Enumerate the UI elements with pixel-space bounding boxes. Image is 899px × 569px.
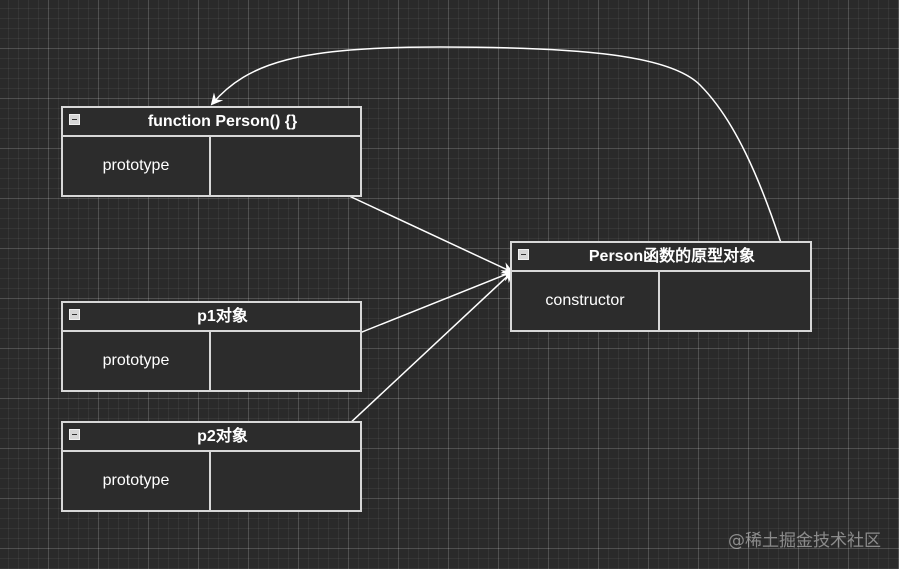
- field-label: prototype: [63, 452, 211, 510]
- field-value-cell: [211, 137, 360, 195]
- node-title: p2对象: [197, 428, 248, 445]
- node-header: function Person() {}: [63, 108, 360, 137]
- watermark: @稀土掘金技术社区: [728, 531, 881, 551]
- field-label: prototype: [63, 137, 211, 195]
- field-label: constructor: [512, 272, 660, 330]
- node-row: prototype: [63, 332, 360, 390]
- person-function-node[interactable]: function Person() {} prototype: [61, 106, 362, 197]
- collapse-icon[interactable]: [518, 249, 529, 260]
- collapse-icon[interactable]: [69, 309, 80, 320]
- node-title: p1对象: [197, 308, 248, 325]
- field-value-cell: [660, 272, 810, 330]
- field-value-cell: [211, 332, 360, 390]
- node-row: prototype: [63, 452, 360, 510]
- node-row: constructor: [512, 272, 810, 330]
- node-title: function Person() {}: [147, 113, 298, 130]
- node-header: p1对象: [63, 303, 360, 332]
- field-value-cell: [211, 452, 360, 510]
- person-prototype-node[interactable]: Person函数的原型对象 constructor: [510, 241, 812, 332]
- node-row: prototype: [63, 137, 360, 195]
- collapse-icon[interactable]: [69, 114, 80, 125]
- p1-node[interactable]: p1对象 prototype: [61, 301, 362, 392]
- p2-node[interactable]: p2对象 prototype: [61, 421, 362, 512]
- field-label: prototype: [63, 332, 211, 390]
- node-header: Person函数的原型对象: [512, 243, 810, 272]
- node-header: p2对象: [63, 423, 360, 452]
- collapse-icon[interactable]: [69, 429, 80, 440]
- node-title: Person函数的原型对象: [588, 248, 756, 265]
